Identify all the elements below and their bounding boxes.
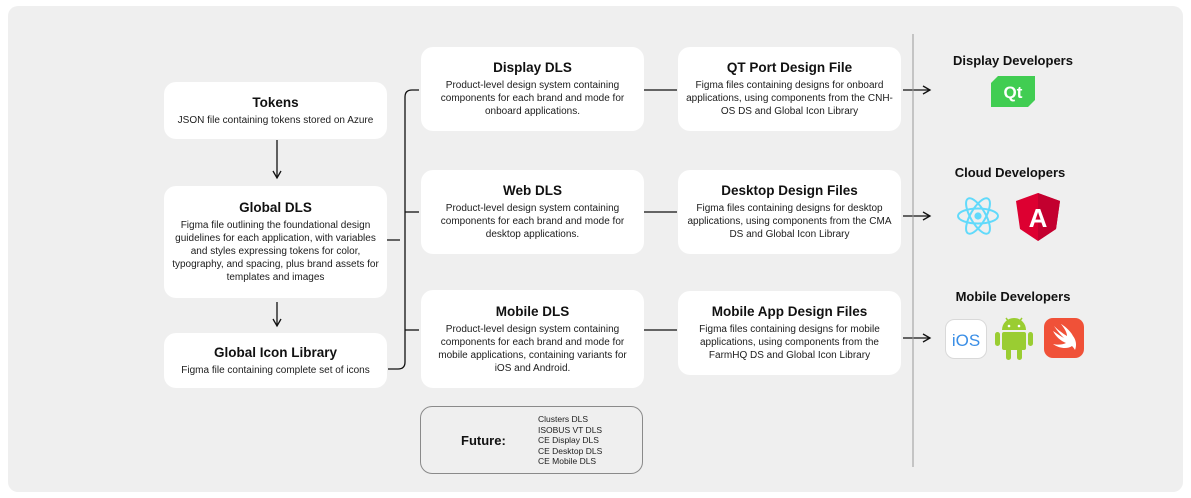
mobile-files-title: Mobile App Design Files bbox=[711, 304, 868, 319]
mobile-app-design-files-box: Mobile App Design Files Figma files cont… bbox=[678, 291, 901, 375]
future-label: Future: bbox=[461, 433, 506, 448]
tokens-title: Tokens bbox=[252, 94, 299, 110]
qt-port-desc: Figma files containing designs for onboa… bbox=[686, 80, 893, 117]
future-item: CE Desktop DLS bbox=[538, 445, 603, 456]
web-dls-box: Web DLS Product-level design system cont… bbox=[421, 170, 644, 254]
future-list: Clusters DLS ISOBUS VT DLS CE Display DL… bbox=[538, 414, 602, 467]
desktop-files-desc: Figma files containing designs for deskt… bbox=[687, 203, 892, 240]
future-item: CE Display DLS bbox=[538, 435, 599, 446]
qt-logo-text: Qt bbox=[1004, 83, 1023, 102]
display-dls-title: Display DLS bbox=[493, 60, 572, 75]
global-dls-title: Global DLS bbox=[239, 200, 312, 215]
desktop-design-files-box: Desktop Design Files Figma files contain… bbox=[678, 170, 901, 254]
display-dls-desc: Product-level design system containing c… bbox=[440, 80, 625, 117]
mobile-dls-desc: Product-level design system containing c… bbox=[438, 323, 627, 374]
global-dls-box: Global DLS Figma file outlining the foun… bbox=[164, 186, 387, 298]
qt-logo-icon: Qt bbox=[991, 76, 1035, 107]
angular-logo-icon: A bbox=[1016, 193, 1060, 241]
mobile-files-desc: Figma files containing designs for mobil… bbox=[699, 324, 880, 361]
display-dls-box: Display DLS Product-level design system … bbox=[421, 47, 644, 131]
mobile-dls-box: Mobile DLS Product-level design system c… bbox=[421, 290, 644, 388]
tokens-box: Tokens JSON file containing tokens store… bbox=[164, 82, 387, 139]
qt-port-title: QT Port Design File bbox=[726, 60, 853, 75]
future-item: CE Mobile DLS bbox=[538, 456, 597, 467]
global-icon-library-box: Global Icon Library Figma file containin… bbox=[164, 333, 387, 388]
angular-logo-letter: A bbox=[1029, 203, 1048, 233]
tokens-desc: JSON file containing tokens stored on Az… bbox=[177, 114, 374, 126]
display-developers-heading: Display Developers bbox=[953, 53, 1073, 68]
brace-bracket bbox=[387, 89, 419, 370]
mobile-dls-title: Mobile DLS bbox=[495, 303, 570, 319]
ios-logo-text: iOS bbox=[952, 331, 980, 350]
android-logo-icon bbox=[995, 317, 1033, 360]
web-dls-desc: Product-level design system containing c… bbox=[440, 203, 625, 240]
ios-logo-icon: iOS bbox=[945, 319, 987, 359]
global-icon-library-title: Global Icon Library bbox=[213, 344, 338, 360]
swift-logo-icon bbox=[1044, 318, 1084, 358]
global-dls-desc: Figma file outlining the foundational de… bbox=[172, 220, 379, 283]
desktop-files-title: Desktop Design Files bbox=[721, 183, 858, 198]
web-dls-title: Web DLS bbox=[502, 183, 562, 198]
global-icon-library-desc: Figma file containing complete set of ic… bbox=[181, 364, 370, 376]
react-logo-icon bbox=[957, 197, 999, 235]
future-item: Clusters DLS bbox=[538, 414, 589, 424]
mobile-developers-heading: Mobile Developers bbox=[955, 289, 1071, 304]
future-box: Future: Clusters DLS ISOBUS VT DLS CE Di… bbox=[420, 406, 643, 474]
future-item: ISOBUS VT DLS bbox=[538, 424, 603, 435]
qt-port-design-file-box: QT Port Design File Figma files containi… bbox=[678, 47, 901, 131]
cloud-developers-heading: Cloud Developers bbox=[954, 165, 1066, 180]
